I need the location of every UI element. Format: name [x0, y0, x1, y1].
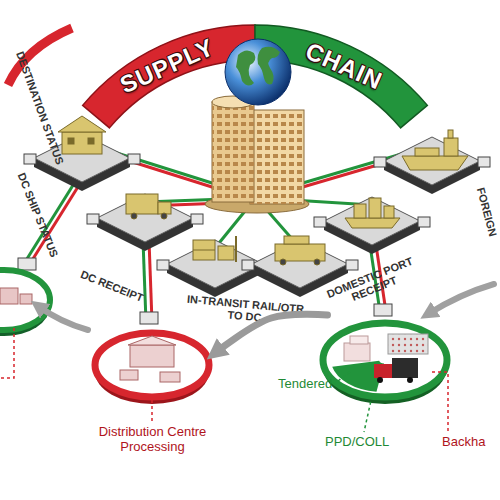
disc-wedge	[332, 361, 384, 392]
illustration-part	[18, 258, 36, 270]
illustration-part	[280, 259, 286, 265]
illustration-part	[145, 198, 252, 202]
illustration-part	[384, 206, 394, 218]
illustration-part	[354, 204, 366, 218]
illustration-part	[448, 130, 453, 138]
illustration-part	[444, 138, 458, 156]
illustration-part	[82, 142, 250, 195]
illustration-part	[212, 102, 254, 202]
illustration-part	[68, 138, 74, 144]
illustration-part	[140, 312, 158, 324]
illustration-part	[262, 145, 432, 195]
illustration-part	[193, 250, 215, 251]
band-shape	[83, 25, 255, 128]
illustration-part	[345, 218, 400, 228]
band-shape	[255, 25, 427, 128]
illustration-part	[314, 259, 320, 265]
stage-label: FOREIGN	[475, 186, 500, 238]
hub-building	[205, 96, 309, 213]
illustration-part	[218, 246, 234, 260]
illustration-part	[38, 306, 88, 330]
illustration-part	[193, 240, 215, 260]
station-icons	[58, 116, 468, 265]
node-text: PPD/COLL	[325, 435, 389, 450]
illustration-part	[24, 134, 140, 191]
arc-band: SUPPLY	[80, 20, 258, 145]
illustration-part	[428, 284, 494, 314]
arc-band: CHAIN	[252, 20, 430, 145]
arc-band-outline	[80, 20, 258, 145]
illustration-part	[235, 236, 237, 262]
leader-line	[0, 328, 14, 378]
illustration-part	[374, 137, 490, 194]
illustration-part	[275, 244, 325, 261]
illustration-part	[158, 202, 171, 214]
illustration-part	[314, 197, 430, 254]
node-text: Backha	[442, 435, 485, 450]
partial-circle-side	[0, 276, 50, 336]
partial-circle	[0, 270, 50, 330]
disc-top	[95, 333, 209, 397]
arc-band-outline	[252, 20, 430, 145]
illustration-part	[260, 198, 372, 205]
illustration-part	[126, 194, 158, 214]
illustration-part	[145, 202, 252, 206]
illustration-part	[374, 304, 392, 316]
node-text: Tendered	[278, 377, 332, 392]
partial-circle-item	[0, 288, 18, 304]
illustration-part	[62, 132, 102, 154]
illustration-part	[149, 240, 152, 322]
illustration-part	[415, 148, 439, 156]
stage-label: DOMESTIC PORT RECEIPT	[323, 254, 421, 312]
illustration-part	[88, 138, 94, 144]
illustration-part	[402, 156, 468, 170]
illustration-part	[250, 110, 304, 204]
illustration-part	[250, 110, 304, 204]
illustration-part	[212, 96, 254, 108]
illustration-part	[215, 200, 254, 248]
illustration-part	[258, 200, 300, 248]
illustration-part	[157, 240, 273, 297]
stage-label: DC RECEIPT	[79, 268, 145, 304]
flow-arrows	[38, 284, 494, 330]
stage-label: IN-TRANSIT RAIL/OTR TO DC	[184, 293, 306, 328]
process-circle: Distribution Centre Processing	[90, 325, 215, 465]
stage-label: DESTINATION STATUS	[14, 50, 66, 166]
illustration-part	[87, 194, 203, 251]
illustration-part	[369, 198, 381, 218]
illustration-part	[205, 195, 309, 213]
illustration-part	[82, 146, 250, 199]
illustration-part	[262, 149, 432, 199]
illustration-part	[284, 236, 309, 244]
illustration-part	[212, 102, 254, 202]
partial-circle-item	[20, 294, 32, 304]
stage-label: DC SHIP STATUS	[16, 171, 61, 259]
node-text: Distribution Centre Processing	[90, 425, 215, 455]
spoke-lines	[82, 142, 432, 248]
disc-top	[323, 323, 447, 397]
illustration-part	[161, 213, 167, 219]
illustration-part	[143, 240, 146, 322]
tender-circle: TenderedPPD/COLL Backha	[270, 315, 500, 455]
illustration-part	[131, 213, 137, 219]
